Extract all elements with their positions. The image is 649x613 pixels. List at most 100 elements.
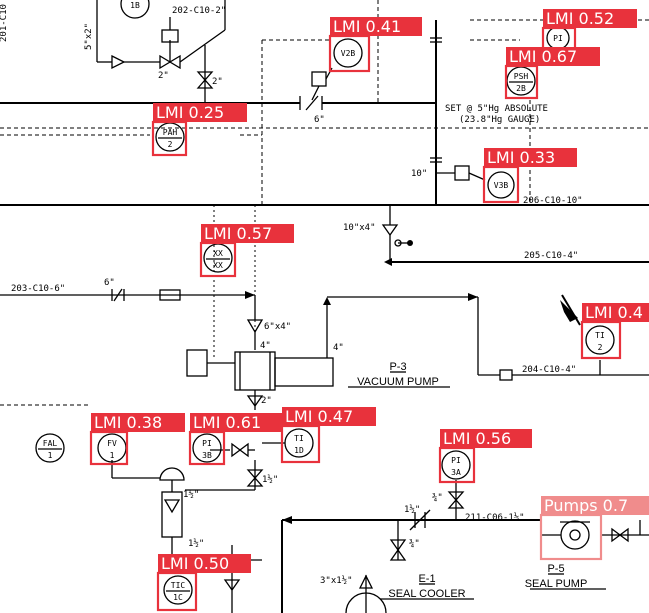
instrument-v3b: V3B — [487, 171, 515, 199]
instrument-pi-top: PI — [546, 26, 570, 50]
detection-label: LMI 0.4 — [585, 303, 643, 322]
label-1half-a: 1½" — [262, 474, 278, 485]
p5-tag: P-5 — [547, 563, 564, 575]
instrument-v3b-tag: V3B — [494, 181, 509, 190]
label-1half-c: 1½" — [188, 538, 204, 549]
equipment-e1: E-1 SEAL COOLER — [380, 573, 474, 600]
instrument-pi-top-tag: PI — [553, 34, 563, 43]
set-note-2: (23.8"Hg GAUGE) — [459, 115, 540, 125]
instrument-pah2-l1: PAH — [163, 128, 178, 137]
instrument-psh2b-l1: PSH — [514, 72, 529, 81]
instrument-xx-l2: XX — [213, 261, 223, 270]
detection-box: Pumps 0.7 — [539, 496, 649, 561]
detection-box: LMI 0.52 — [541, 9, 637, 52]
instrument-xx-l1: XX — [213, 249, 223, 258]
instrument-pi3b: PI 3B — [192, 433, 222, 463]
detection-box: LMI 0.56 — [438, 429, 532, 484]
label-10: 10" — [411, 169, 427, 179]
e1-name: SEAL COOLER — [388, 588, 465, 600]
detection-box: LMI 0.41 — [328, 17, 422, 73]
instrument-fv1-l1: FV — [107, 439, 117, 448]
detection-label: LMI 0.56 — [443, 429, 511, 448]
detection-box: LMI 0.67 — [504, 47, 600, 100]
instrument-pi3a: PI 3A — [441, 450, 471, 480]
label-4b: 4" — [333, 343, 344, 353]
label-1half-d: 1½" — [404, 504, 420, 515]
instrument-1b-tag: 1B — [130, 1, 140, 10]
label-201: 201-C10 — [0, 4, 9, 42]
detection-label: LMI 0.50 — [161, 554, 229, 573]
detection-box: LMI 0.4 — [580, 303, 649, 360]
p5-name: SEAL PUMP — [525, 578, 588, 590]
instrument-pi3a-l1: PI — [451, 456, 461, 465]
label-202: 202-C10-2" — [172, 6, 226, 16]
label-5x2: 5"x2" — [84, 23, 94, 50]
label-3q-a: ¾" — [432, 493, 443, 503]
detection-label: LMI 0.33 — [487, 148, 555, 167]
detection-label: LMI 0.41 — [333, 17, 401, 36]
detection-box: LMI 0.61 — [188, 413, 283, 466]
label-206: 206-C10-10" — [523, 196, 583, 206]
label-3q-b: ¾" — [409, 539, 420, 549]
label-4a: 4" — [260, 341, 271, 351]
instrument-pah2: PAH 2 — [155, 122, 185, 152]
equipment-p5: P-5 SEAL PUMP — [525, 563, 606, 590]
detection-label: LMI 0.38 — [94, 413, 162, 432]
equipment-p3: P-3 VACUUM PUMP — [348, 361, 450, 388]
detection-box: LMI 0.50 — [156, 554, 251, 612]
instrument-pi3b-l1: PI — [202, 439, 212, 448]
instrument-ti2: TI 2 — [560, 294, 615, 355]
label-3x1half: 3"x1½" — [320, 575, 353, 586]
p3-name: VACUUM PUMP — [357, 376, 439, 388]
detection-label: LMI 0.52 — [546, 9, 614, 28]
instrument-v2b-tag: V2B — [341, 49, 356, 58]
label-2b: 2" — [212, 77, 223, 87]
label-2a: 2" — [158, 71, 169, 81]
detection-label: LMI 0.25 — [156, 103, 224, 122]
instrument-pi3b-l2: 3B — [202, 451, 212, 460]
instrument-tic1c: TIC 1C — [163, 575, 193, 605]
instrument-tic1c-l2: 1C — [173, 593, 183, 602]
instrument-1b: 1B — [120, 0, 150, 19]
detections: LMI 0.41 LMI 0.52 LMI 0.67 LMI 0.25 LMI … — [89, 9, 649, 612]
label-203: 203-C10-6" — [11, 284, 65, 294]
instrument-pi3a-l2: 3A — [451, 468, 461, 477]
detection-box: LMI 0.38 — [89, 413, 185, 466]
label-211: 211-C06-1½" — [465, 512, 525, 523]
instrument-fal1-l2: 1 — [48, 451, 53, 460]
instrument-tic1c-l1: TIC — [171, 581, 186, 590]
line-labels: 202-C10-2" 201-C10 5"x2" 2" 2" 6" SET @ … — [0, 4, 583, 586]
label-1half-b: 1½" — [183, 489, 199, 500]
label-10x4: 10"x4" — [343, 223, 376, 233]
instrument-ti2-l1: TI — [595, 331, 605, 340]
detection-box: LMI 0.47 — [280, 407, 376, 464]
label-205: 205-C10-4" — [524, 251, 578, 261]
detection-label: LMI 0.61 — [193, 413, 261, 432]
instrument-v2b: V2B — [333, 38, 363, 68]
detection-label: LMI 0.57 — [204, 224, 272, 243]
instrument-psh2b-l2: 2B — [516, 84, 526, 93]
instrument-psh2b: PSH 2B — [506, 66, 536, 96]
label-6x4: 6"x4" — [264, 322, 291, 332]
detection-box: LMI 0.33 — [482, 148, 577, 204]
detection-label: LMI 0.47 — [285, 407, 353, 426]
label-6b: 6" — [104, 278, 115, 288]
label-204: 204-C10-4" — [522, 365, 576, 375]
detection-label: LMI 0.67 — [509, 47, 577, 66]
instrument-ti1d: TI 1D — [262, 428, 314, 458]
instrument-fal1-l1: FAL — [43, 439, 58, 448]
p3-tag: P-3 — [389, 361, 406, 373]
e1-tag: E-1 — [418, 573, 435, 585]
instrument-fal1: FAL 1 — [35, 433, 65, 463]
detection-box: LMI 0.25 — [151, 103, 247, 157]
instrument-xx: XX XX — [203, 243, 233, 273]
label-2c: 2" — [261, 396, 272, 406]
detection-box: LMI 0.57 — [199, 224, 294, 278]
instrument-fv1-l2: 1 — [110, 451, 115, 460]
instrument-ti2-l2: 2 — [598, 343, 603, 352]
set-note-1: SET @ 5"Hg ABSOLUTE — [445, 104, 548, 114]
instrument-pah2-l2: 2 — [168, 140, 173, 149]
